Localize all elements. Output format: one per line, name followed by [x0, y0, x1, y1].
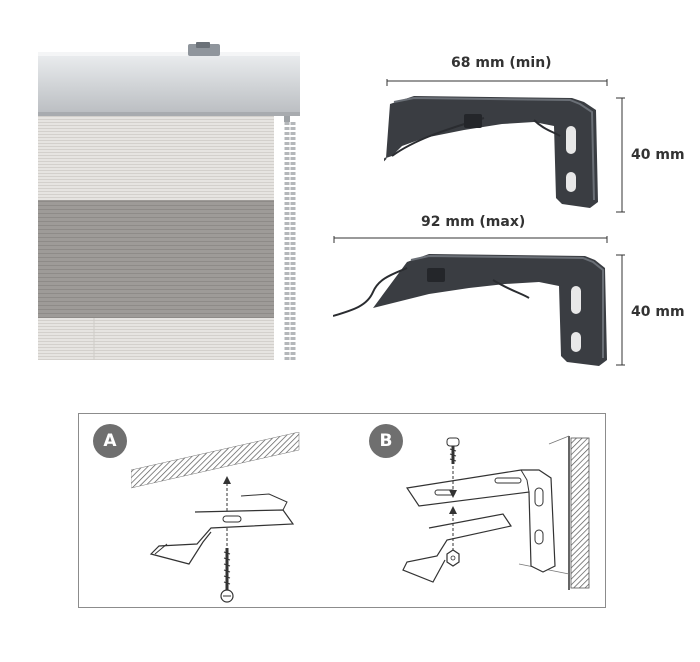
height-dimension-line-bottom [614, 254, 626, 366]
wall-mount-diagram [399, 434, 599, 604]
bracket-long-image [333, 248, 608, 372]
installation-panel: A B [78, 413, 606, 608]
step-b-badge: B [369, 424, 403, 458]
bracket-short-image [384, 90, 606, 212]
height-label-bottom: 40 mm [631, 304, 685, 320]
step-a-badge: A [93, 424, 127, 458]
min-width-dimension-line [386, 79, 608, 87]
max-width-label: 92 mm (max) [421, 214, 526, 230]
height-dimension-line-top [614, 97, 626, 213]
height-label-top: 40 mm [631, 147, 685, 163]
ceiling-mount-diagram [131, 432, 311, 604]
min-width-label: 68 mm (min) [451, 55, 552, 71]
max-width-dimension-line [333, 236, 608, 244]
roller-blind-image [38, 42, 300, 364]
